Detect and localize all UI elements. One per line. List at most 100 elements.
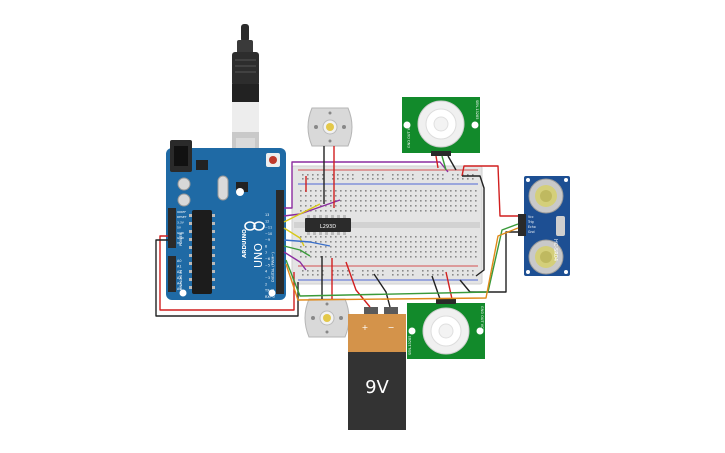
breadboard-hole: [325, 210, 327, 212]
breadboard-hole: [315, 251, 317, 253]
dc-motor-bottom: [304, 298, 350, 338]
dc-motor-top: [307, 107, 353, 147]
breadboard-hole: [382, 174, 384, 176]
digital-pin-label-10: ~3: [265, 276, 270, 280]
breadboard-hole: [337, 178, 339, 180]
breadboard-hole: [340, 246, 342, 248]
breadboard-hole: [380, 210, 382, 212]
breadboard-hole: [445, 251, 447, 253]
breadboard-hole: [312, 178, 314, 180]
breadboard-hole: [435, 236, 437, 238]
digital-pin-label-13: RX←0: [265, 295, 275, 299]
breadboard-hole: [360, 205, 362, 207]
breadboard-hole: [430, 251, 432, 253]
breadboard-hole: [435, 251, 437, 253]
breadboard-hole: [465, 195, 467, 197]
power-pin-label-4: GND: [177, 231, 185, 235]
breadboard-hole: [385, 246, 387, 248]
breadboard-hole: [377, 274, 379, 276]
pir-sensor-bottom: SEN-13285 GND OUT VCC: [407, 299, 485, 359]
breadboard-hole: [455, 210, 457, 212]
breadboard-hole: [370, 190, 372, 192]
power-pin-label-3: 5V: [177, 226, 182, 230]
breadboard-hole: [375, 256, 377, 258]
breadboard-hole: [470, 251, 472, 253]
breadboard-hole: [412, 270, 414, 272]
battery-minus-label: −: [388, 323, 395, 332]
breadboard-hole: [462, 274, 464, 276]
breadboard-hole: [410, 246, 412, 248]
breadboard-hole: [405, 205, 407, 207]
breadboard-hole: [350, 246, 352, 248]
breadboard-hole: [335, 205, 337, 207]
breadboard-hole: [325, 251, 327, 253]
analog-header-label: ANALOG IN: [179, 270, 183, 290]
breadboard-hole: [340, 241, 342, 243]
breadboard-hole: [420, 205, 422, 207]
breadboard-hole: [330, 205, 332, 207]
breadboard-hole: [300, 256, 302, 258]
breadboard-hole: [472, 178, 474, 180]
breadboard-hole: [380, 251, 382, 253]
breadboard-hole: [365, 241, 367, 243]
power-pin-label-5: GND: [177, 236, 185, 240]
breadboard-hole: [320, 195, 322, 197]
breadboard-hole: [450, 246, 452, 248]
breadboard-hole: [455, 246, 457, 248]
breadboard-hole: [390, 210, 392, 212]
wire-yellow-2: [283, 227, 305, 247]
breadboard-hole: [325, 256, 327, 258]
breadboard-hole: [385, 251, 387, 253]
breadboard-hole: [330, 195, 332, 197]
breadboard-hole: [405, 251, 407, 253]
breadboard-hole: [467, 274, 469, 276]
breadboard-hole: [310, 236, 312, 238]
breadboard-hole: [380, 205, 382, 207]
breadboard-hole: [305, 256, 307, 258]
breadboard-hole: [335, 195, 337, 197]
breadboard-hole: [430, 241, 432, 243]
breadboard-hole: [475, 195, 477, 197]
breadboard-hole: [365, 210, 367, 212]
breadboard-hole: [390, 190, 392, 192]
breadboard-hole: [362, 174, 364, 176]
breadboard-hole: [455, 195, 457, 197]
breadboard-hole: [422, 270, 424, 272]
breadboard-hole: [300, 200, 302, 202]
breadboard-hole: [412, 174, 414, 176]
breadboard-hole: [470, 195, 472, 197]
battery-9v: + − 9V: [348, 307, 406, 430]
breadboard-hole: [325, 246, 327, 248]
breadboard-hole: [390, 200, 392, 202]
breadboard-hole: [382, 178, 384, 180]
breadboard-hole: [465, 190, 467, 192]
breadboard-hole: [345, 205, 347, 207]
breadboard-hole: [400, 236, 402, 238]
breadboard-hole: [307, 274, 309, 276]
breadboard-hole: [405, 236, 407, 238]
breadboard-hole: [425, 251, 427, 253]
breadboard-hole: [440, 210, 442, 212]
breadboard-hole: [410, 241, 412, 243]
breadboard-hole: [350, 205, 352, 207]
breadboard-hole: [425, 205, 427, 207]
breadboard-hole: [367, 178, 369, 180]
breadboard-hole: [362, 270, 364, 272]
breadboard-hole: [432, 270, 434, 272]
breadboard-hole: [430, 195, 432, 197]
pir-bottom-right-label: GND OUT VCC: [480, 306, 484, 332]
breadboard-hole: [360, 236, 362, 238]
breadboard-hole: [457, 270, 459, 272]
breadboard-hole: [320, 246, 322, 248]
power-pin-label-6: Vin: [177, 241, 182, 245]
breadboard-hole: [432, 174, 434, 176]
arduino-model-text: UNO: [252, 243, 265, 268]
breadboard-hole: [390, 195, 392, 197]
breadboard-hole: [435, 190, 437, 192]
breadboard-hole: [330, 256, 332, 258]
breadboard-hole: [380, 200, 382, 202]
breadboard-hole: [310, 190, 312, 192]
breadboard-hole: [345, 256, 347, 258]
breadboard-hole: [450, 200, 452, 202]
